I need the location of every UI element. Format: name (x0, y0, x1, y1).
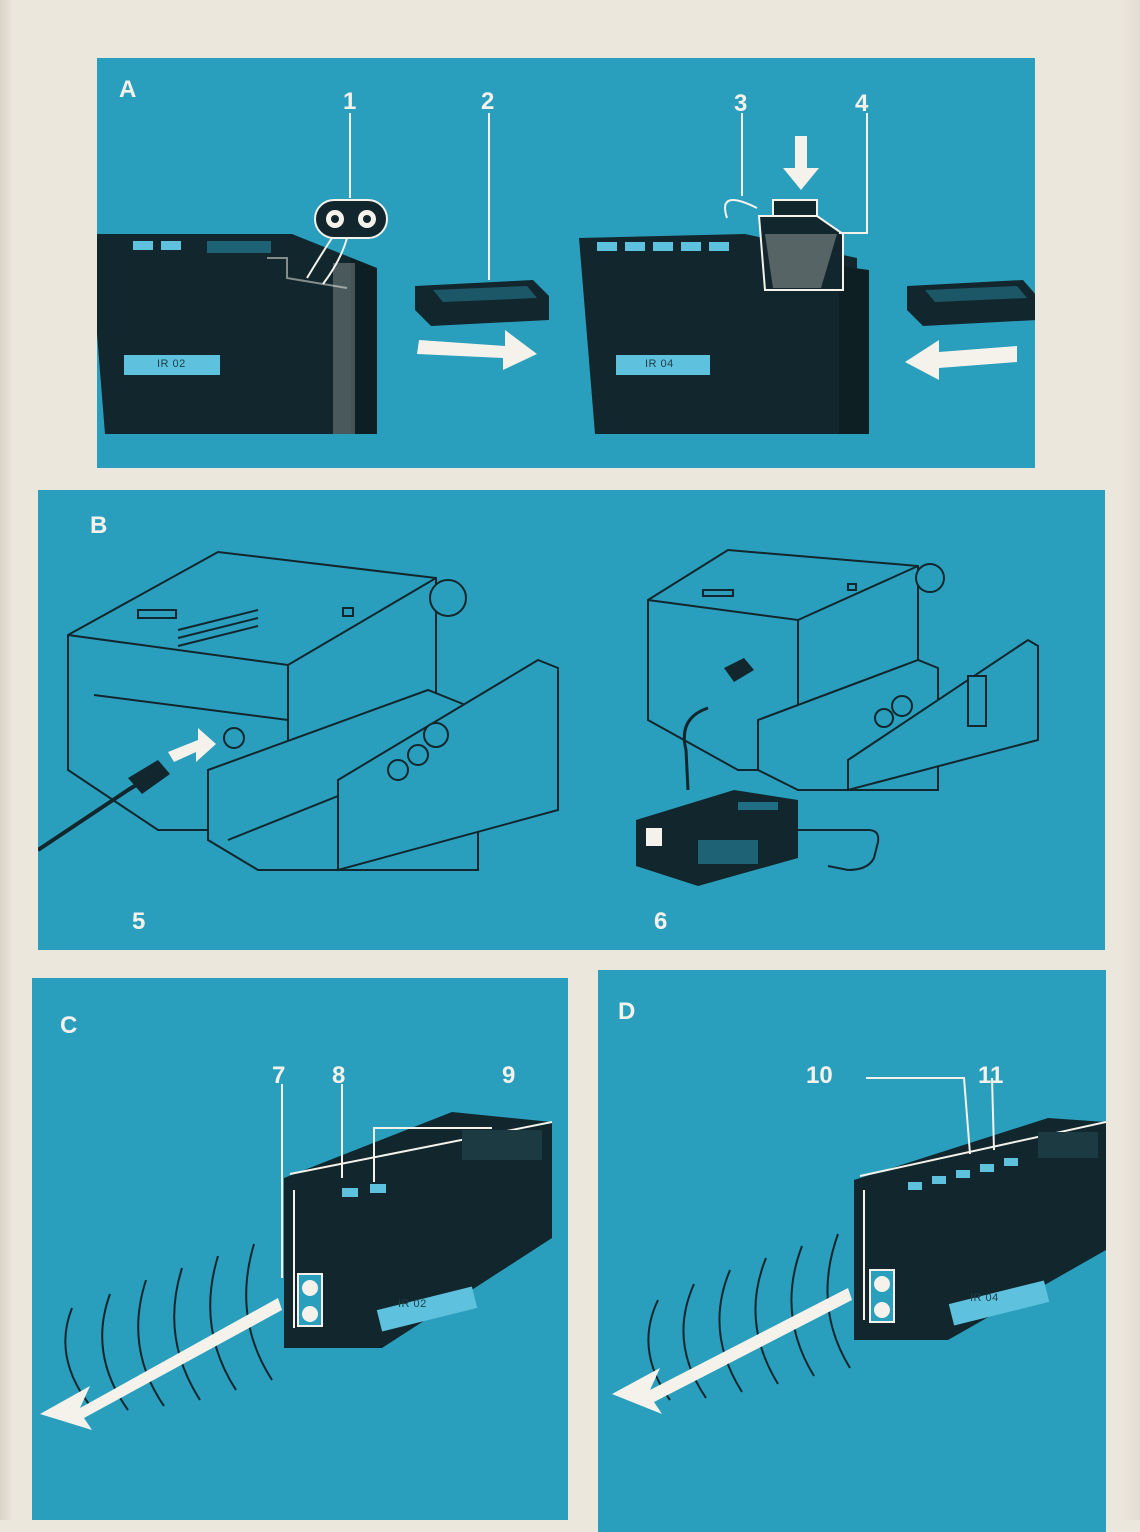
battery-cover-right (907, 280, 1035, 326)
callout-3: 3 (734, 90, 747, 118)
arrow-signal-left (40, 1298, 282, 1430)
panel-b: B 5 6 (38, 490, 1105, 950)
projector-left (68, 552, 558, 870)
ir-signal-waves-d (648, 1234, 850, 1400)
callout-2: 2 (481, 88, 494, 116)
panel-letter-b: B (90, 512, 107, 540)
panel-d: D 10 11 IR 04 (598, 970, 1106, 1532)
panel-c: C 7 8 9 IR 02 (32, 978, 568, 1520)
callout-8: 8 (332, 1062, 345, 1090)
battery-cover-left (415, 280, 549, 326)
callout-9: 9 (502, 1062, 515, 1090)
device-label-ir02: IR 02 (157, 358, 186, 370)
arrow-right (417, 330, 537, 370)
arrow-left (905, 340, 1017, 380)
callout-1: 1 (343, 88, 356, 116)
callout-5: 5 (132, 908, 145, 936)
callout-10: 10 (806, 1062, 833, 1090)
callout-11: 11 (978, 1062, 1003, 1090)
down-arrow (783, 136, 819, 190)
transmitter-ir04-front (854, 1118, 1106, 1340)
transmitter-ir02-front (284, 1112, 552, 1348)
panel-letter-c: C (60, 1012, 77, 1040)
panel-a: A 1 2 3 4 IR 02 IR 04 (97, 58, 1035, 468)
arrow-signal-left-d (612, 1288, 852, 1414)
device-label-c: IR 02 (398, 1298, 427, 1310)
panel-c-illustration (32, 978, 568, 1520)
panel-letter-d: D (618, 998, 635, 1026)
panel-d-illustration (598, 970, 1106, 1532)
callout-7: 7 (272, 1062, 285, 1090)
panel-a-illustration (97, 58, 1035, 468)
callout-6: 6 (654, 908, 667, 936)
panel-b-illustration (38, 490, 1105, 950)
device-label-d: IR 04 (970, 1292, 999, 1304)
device-label-ir04: IR 04 (645, 358, 674, 370)
transmitter-ir04-open (579, 200, 869, 434)
projector-right (648, 550, 1038, 790)
callout-4: 4 (855, 90, 868, 118)
panel-letter-a: A (119, 76, 136, 104)
